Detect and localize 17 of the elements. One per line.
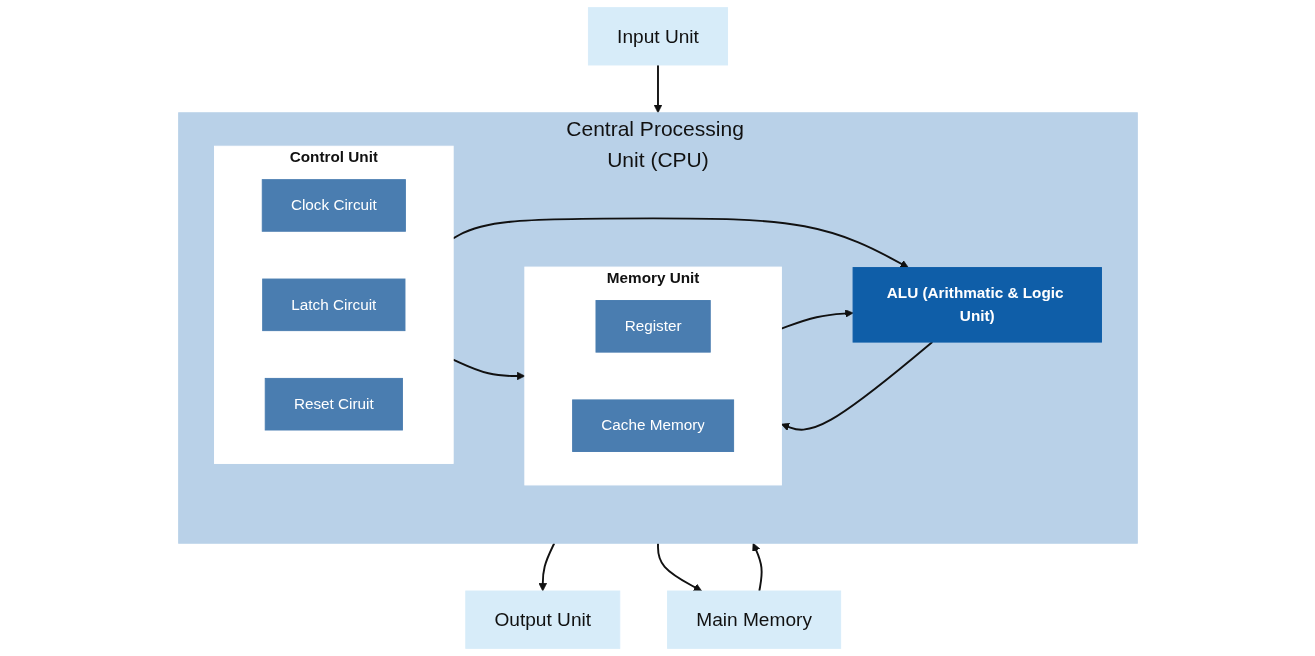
node-box: Cache Memory xyxy=(571,399,734,452)
arrow xyxy=(451,358,525,381)
arrow xyxy=(451,217,909,268)
arrow xyxy=(538,542,555,592)
node-box: Register xyxy=(595,300,711,353)
arrow xyxy=(653,64,662,114)
node-box: Main Memory xyxy=(666,590,841,649)
arrow xyxy=(779,309,853,330)
node-box: Latch Circuit xyxy=(261,278,405,332)
node-box: ALU (Arithmatic & Logic Unit) xyxy=(852,267,1102,343)
arrow xyxy=(751,542,763,592)
node-box: Input Unit xyxy=(587,7,728,66)
arrow xyxy=(656,542,702,592)
node-box: Reset Ciruit xyxy=(264,377,403,431)
node-box: Clock Circuit xyxy=(261,179,406,232)
node-box: Output Unit xyxy=(464,590,620,649)
arrow xyxy=(780,341,933,431)
